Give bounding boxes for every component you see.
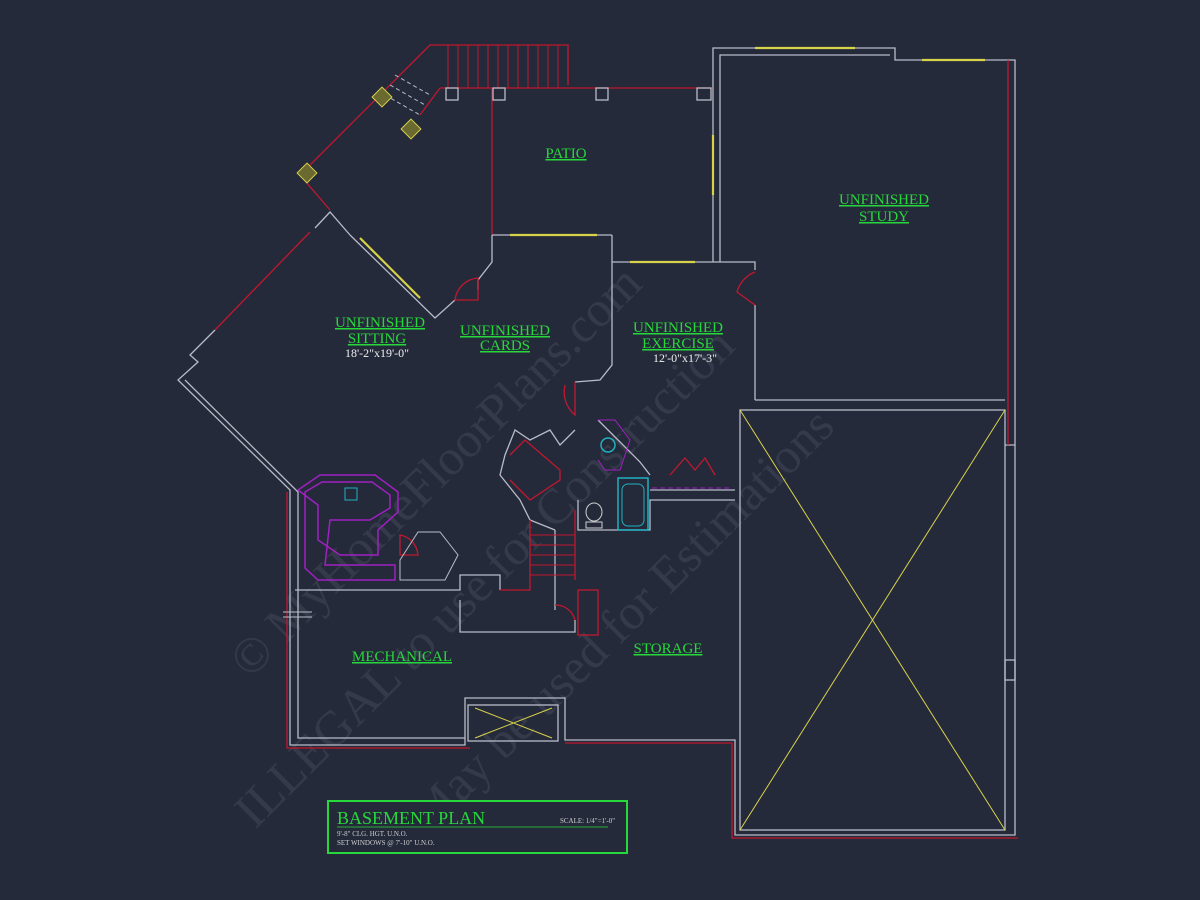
windows	[359, 46, 985, 299]
title-block-note-1: 9'-8" CLG. HGT. U.N.O.	[337, 830, 408, 838]
room-label-cards-2: CARDS	[480, 338, 530, 354]
stairs	[500, 439, 576, 591]
room-label-sitting-1: UNFINISHED	[335, 315, 425, 331]
room-dim-sitting: 18'-2"x19'-0"	[345, 346, 409, 360]
room-label-mechanical: MECHANICAL	[352, 649, 452, 665]
title-block-scale: SCALE: 1/4"=1'-0"	[560, 817, 615, 825]
room-dim-exercise: 12'-0"x17'-3"	[653, 351, 717, 365]
walls	[177, 47, 1018, 839]
title-block: BASEMENT PLAN SCALE: 1/4"=1'-0" 9'-8" CL…	[327, 800, 628, 854]
watermark: © MyHomeFloorPlans.com ILLEGAL to use fo…	[218, 254, 844, 843]
patio-deck	[296, 44, 713, 235]
room-label-study-1: UNFINISHED	[839, 192, 929, 208]
room-label-cards-1: UNFINISHED	[460, 323, 550, 339]
room-label-patio: PATIO	[545, 146, 586, 162]
room-label-study-2: STUDY	[859, 209, 909, 225]
room-label-exercise-2: EXERCISE	[642, 336, 714, 352]
room-label-storage: STORAGE	[634, 641, 703, 657]
room-label-sitting-2: SITTING	[348, 331, 406, 347]
title-block-title: BASEMENT PLAN	[337, 808, 485, 828]
doors	[399, 271, 756, 636]
room-label-exercise-1: UNFINISHED	[633, 320, 723, 336]
title-block-note-2: SET WINDOWS @ 7'-10" U.N.O.	[337, 839, 435, 847]
fixtures	[296, 419, 730, 581]
garage-open-to-below	[739, 409, 1006, 831]
